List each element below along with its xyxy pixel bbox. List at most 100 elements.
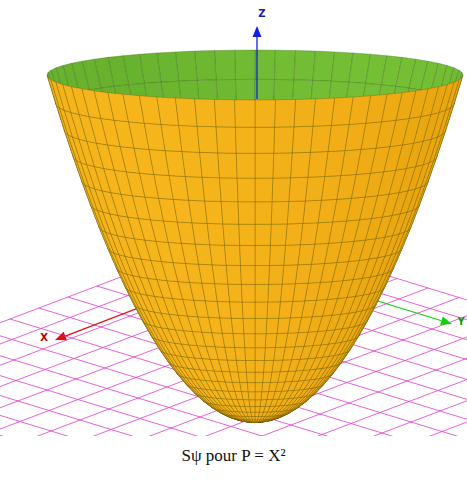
surface-facet — [305, 177, 324, 201]
surface-facet — [255, 127, 275, 153]
surface-facet — [241, 284, 255, 302]
surface-facet — [255, 318, 267, 333]
surface-facet — [241, 265, 255, 284]
surface-facet — [244, 334, 255, 348]
surface-facet — [243, 318, 255, 333]
surface-facet — [225, 347, 237, 360]
z-axis-line — [256, 37, 257, 99]
surface-facet — [252, 417, 255, 420]
surface-facet — [255, 224, 271, 245]
surface-facet — [247, 383, 255, 392]
surface-facet — [263, 360, 273, 372]
surface-facet — [261, 392, 269, 400]
surface-facet — [255, 302, 268, 319]
grid-line — [0, 330, 467, 436]
grid-line — [184, 253, 467, 405]
surface-facet — [226, 265, 241, 284]
z-axis-head — [253, 26, 262, 37]
grid-line — [181, 355, 467, 437]
surface-facet — [303, 200, 322, 223]
grid-line — [39, 308, 467, 436]
surface-facet — [217, 301, 231, 318]
surface-facet — [179, 125, 200, 152]
surface-facet — [252, 420, 255, 422]
surface-facet — [185, 177, 204, 201]
surface-facet — [255, 202, 272, 225]
grid-line — [243, 374, 467, 437]
surface-facet — [255, 372, 263, 382]
axes-front — [253, 26, 262, 99]
surface-facet — [214, 99, 235, 127]
grid-line — [0, 385, 332, 436]
surface-facet — [225, 245, 241, 265]
surface-facet — [247, 372, 255, 382]
surface-facet — [255, 100, 275, 127]
axis-label-holder: Z — [258, 9, 265, 19]
surface-facet — [255, 265, 269, 284]
surface-facet — [255, 284, 269, 302]
surface-facet — [291, 152, 311, 177]
surface-facet — [272, 178, 291, 202]
grid-line — [150, 345, 467, 436]
surface-facet — [284, 245, 301, 266]
caption-holder: Sψ pour P = X² — [0, 446, 467, 466]
surface-facet — [313, 98, 335, 126]
surface-facet — [275, 50, 296, 80]
surface-facet — [255, 334, 266, 348]
grid-line — [0, 341, 448, 436]
surface-facet — [210, 245, 227, 266]
surface-facet — [255, 420, 258, 422]
surface-facet — [220, 318, 233, 334]
surface-facet — [273, 153, 292, 178]
surface-facet — [255, 400, 261, 407]
surface-facet — [267, 302, 280, 319]
surface-facet — [266, 318, 279, 333]
surface-facet — [250, 407, 255, 413]
surface-facet — [251, 412, 255, 416]
grid-line — [0, 396, 303, 436]
surface-facet — [235, 347, 246, 360]
surface-facet — [233, 333, 245, 347]
surface-facet — [248, 392, 255, 400]
surface-facet — [275, 333, 287, 347]
surface-facet — [255, 420, 259, 422]
surface-facet — [292, 126, 313, 153]
grid-line — [212, 364, 467, 436]
surface-facet — [235, 100, 255, 127]
axes-back — [55, 263, 452, 340]
surface-facet — [271, 201, 289, 224]
surface-facet — [255, 383, 263, 392]
surface-facet — [222, 333, 234, 347]
surface-facet — [216, 127, 236, 153]
surface-facet — [253, 420, 255, 422]
y-axis-head — [440, 316, 452, 325]
surface-facet — [255, 348, 265, 361]
surface-facet — [308, 152, 328, 178]
grid-line — [0, 279, 397, 437]
grid-line — [0, 374, 361, 436]
surface-facet — [255, 153, 274, 178]
surface-facet — [331, 97, 353, 125]
surface-facet — [235, 50, 255, 79]
surface-facet — [277, 318, 290, 334]
surface-facet — [236, 360, 246, 372]
surface-facet — [255, 392, 262, 400]
surface-facet — [298, 244, 315, 265]
surface-facet — [269, 245, 285, 265]
grid-line — [0, 363, 390, 436]
surface-facet — [255, 420, 257, 422]
surface-facet — [228, 284, 242, 302]
surface-facet — [212, 265, 228, 284]
surface-facet — [265, 333, 277, 347]
surface-facet — [240, 245, 255, 265]
surface-facet — [263, 372, 272, 383]
surface-facet — [262, 382, 270, 391]
surface-facet — [231, 318, 244, 333]
surface-facet — [221, 201, 239, 224]
surface-facet — [192, 223, 210, 245]
grid-line — [0, 352, 419, 436]
z-axis-label: Z — [258, 9, 265, 19]
surface-facet — [294, 51, 315, 81]
surface-facet — [251, 420, 255, 422]
figure-caption: Sψ pour P = X² — [177, 446, 289, 466]
